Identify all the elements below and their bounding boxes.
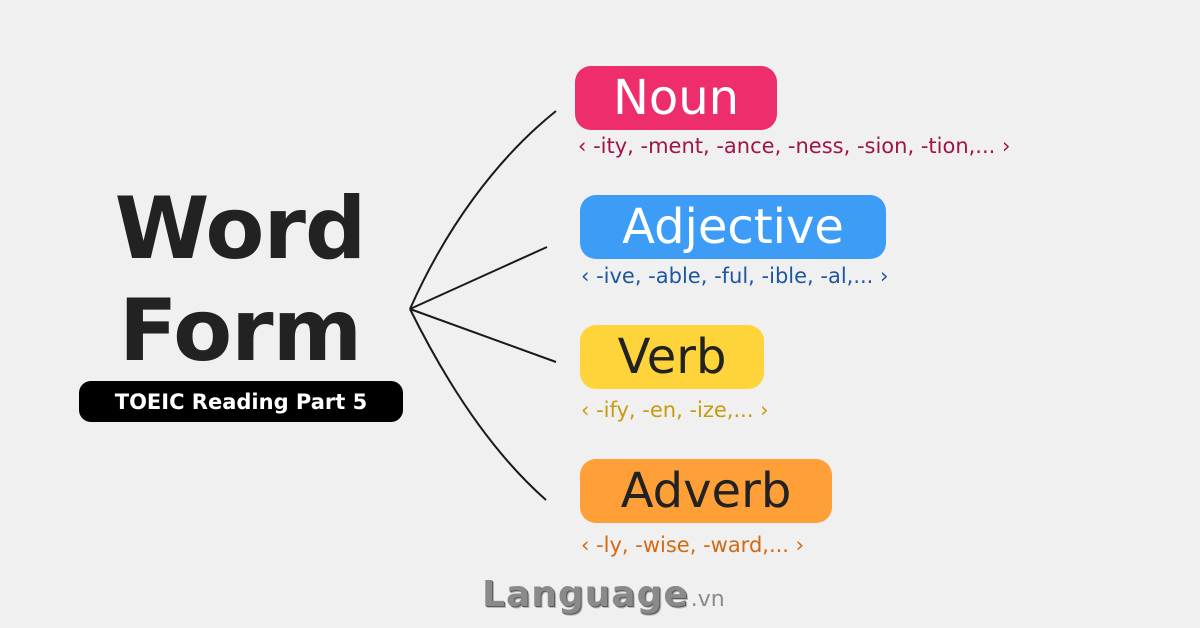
title-word: Word: [114, 179, 367, 279]
adverb-pill: Adverb: [580, 459, 832, 523]
logo-tld-text: .vn: [690, 587, 725, 612]
verb-suffixes: ‹ -ify, -en, -ize,... ›: [581, 398, 769, 422]
verb-label: Verb: [617, 329, 727, 385]
adjective-label: Adjective: [622, 199, 844, 255]
verb-pill: Verb: [580, 325, 764, 389]
logo-main-text: Language: [482, 574, 689, 615]
branch-line-verb: [409, 308, 557, 363]
adverb-label: Adverb: [620, 463, 792, 519]
subtitle-badge: TOEIC Reading Part 5: [79, 381, 403, 422]
noun-pill: Noun: [575, 66, 777, 130]
noun-suffixes: ‹ -ity, -ment, -ance, -ness, -sion, -tio…: [578, 134, 1011, 158]
language-vn-logo: Language .vn: [482, 574, 725, 618]
title-form: Form: [118, 281, 362, 381]
noun-label: Noun: [612, 70, 740, 126]
adjective-suffixes: ‹ -ive, -able, -ful, -ible, -al,... ›: [581, 264, 889, 288]
branch-line-adverb: [409, 308, 547, 501]
branch-line-noun: [409, 110, 557, 310]
branch-line-adjective: [409, 246, 548, 310]
subtitle-text: TOEIC Reading Part 5: [114, 389, 368, 414]
adverb-suffixes: ‹ -ly, -wise, -ward,... ›: [581, 533, 805, 557]
adjective-pill: Adjective: [580, 195, 886, 259]
